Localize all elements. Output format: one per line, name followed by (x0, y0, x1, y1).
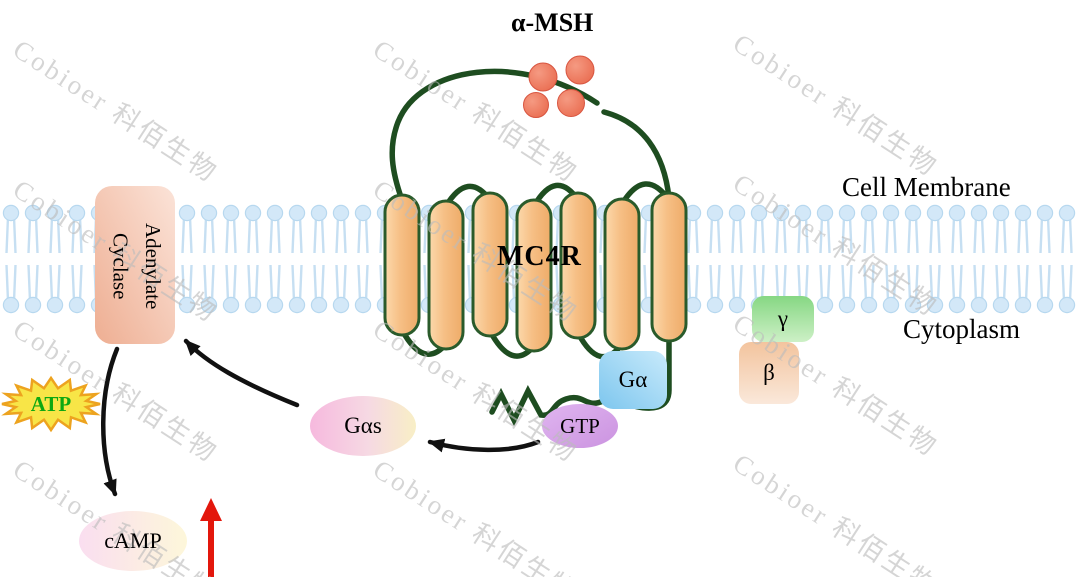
receptor-helix (650, 191, 688, 343)
receptor-helix (383, 193, 421, 337)
adenylate-cyclase-label-line1: Adenylate (141, 222, 166, 310)
cytoplasm-label: Cytoplasm (903, 314, 1021, 344)
g-alpha-s-shape (310, 396, 416, 456)
atp-starburst (1, 375, 101, 433)
cell-membrane-label: Cell Membrane (842, 172, 1011, 202)
mc4r-helices (383, 191, 688, 353)
alpha-msh-ligand (523, 55, 595, 118)
g-alpha-subunit-shape (599, 351, 667, 409)
receptor-helix (515, 198, 553, 353)
ligand-label: α-MSH (511, 8, 594, 37)
adenylate-cyclase-label: Adenylate Cyclase (104, 192, 169, 340)
beta-label: β (763, 360, 775, 385)
adenylate-cyclase-shape (95, 186, 175, 344)
g-alpha-s-label: Gαs (344, 413, 382, 438)
arrow-adenylate-cyclase-to-camp (101, 346, 120, 497)
receptor-label: MC4R (497, 241, 582, 272)
arrow-gas-to-adenylate-cyclase (183, 338, 300, 408)
camp-label: cAMP (104, 528, 162, 553)
receptor-helix (427, 199, 465, 351)
gtp-label: GTP (560, 413, 600, 438)
atp-label: ATP (30, 391, 72, 416)
arrow-gtp-to-gas (427, 438, 541, 453)
gtp-shape (542, 404, 618, 448)
receptor-helix (603, 197, 641, 351)
gamma-label: γ (777, 306, 789, 331)
camp-increase-arrow (200, 498, 222, 577)
gamma-subunit-shape (752, 296, 814, 342)
receptor-helix (471, 191, 509, 338)
signaling-arrows (101, 338, 541, 497)
adenylate-cyclase-label-line2: Cyclase (108, 232, 133, 300)
g-alpha-label: Gα (618, 367, 648, 392)
beta-subunit-shape (739, 342, 799, 404)
camp-shape (79, 511, 187, 571)
receptor-helix (559, 191, 597, 340)
